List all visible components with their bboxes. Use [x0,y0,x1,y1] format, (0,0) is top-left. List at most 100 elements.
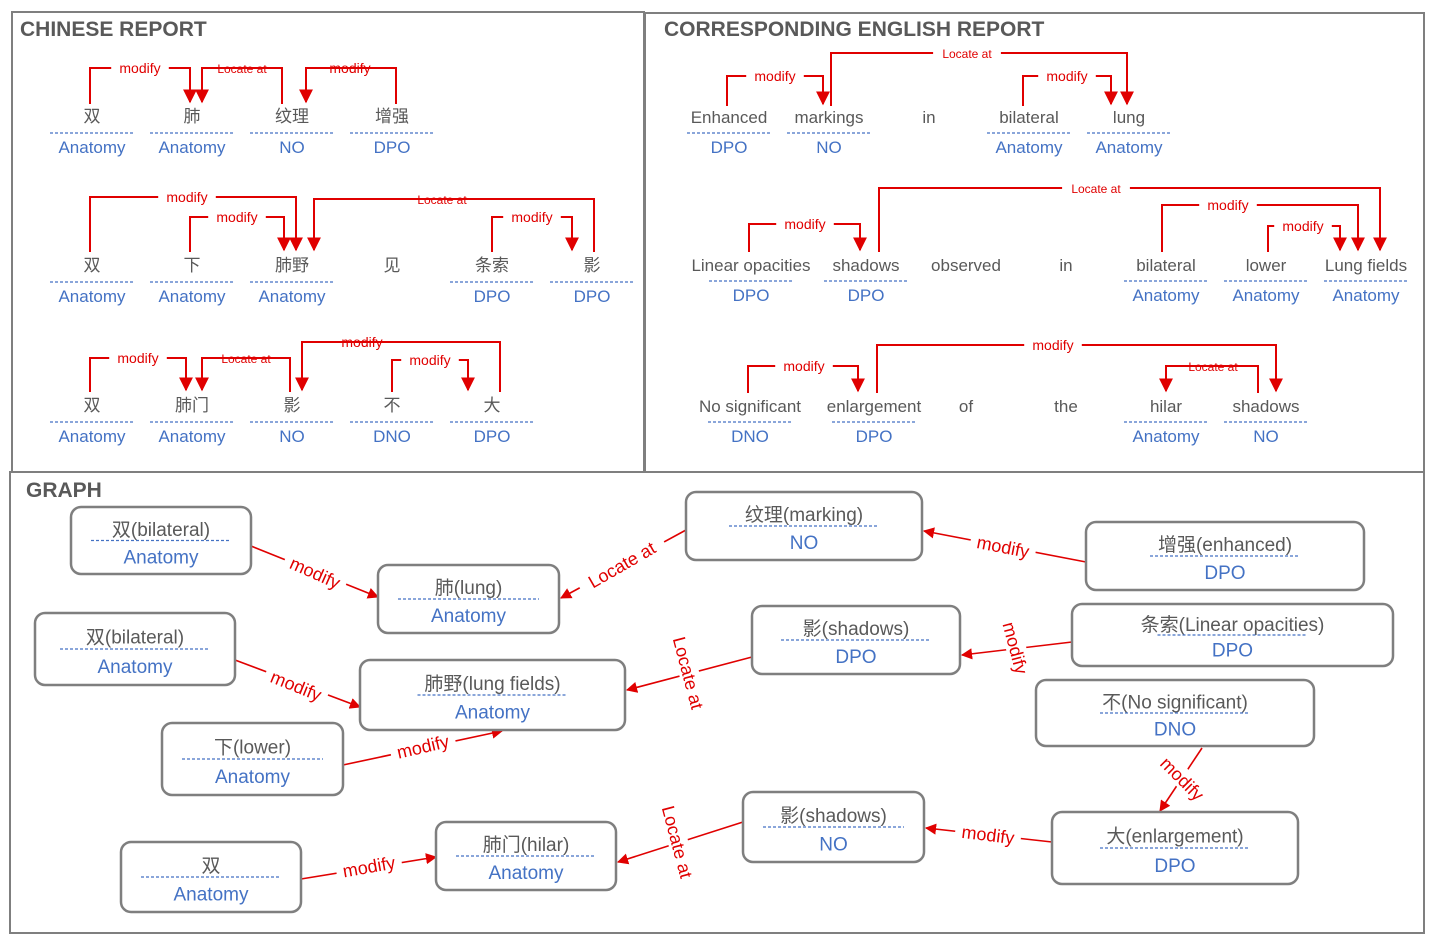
graph-edge-label: Locate at [658,804,696,881]
arc-label: modify [409,352,450,368]
graph-node-word: 肺门(hilar) [483,834,570,856]
chinese-report-title: CHINESE REPORT [20,18,207,41]
arc-line [391,359,402,392]
arc-label: modify [216,209,257,225]
token-word: 肺野 [275,256,309,275]
token-tag: NO [1253,427,1279,446]
arc-line [726,75,747,106]
token-tag: DPO [711,138,748,157]
graph-node-word: 不(No significant) [1102,692,1248,713]
token-tag: Anatomy [58,287,126,306]
cn-relation: Locate at [195,62,283,104]
en-relation: modify [876,337,1283,393]
arc-line [302,341,501,392]
en-relation: Locate at [878,182,1387,252]
arc-arrow [307,198,594,252]
graph-edge-label-bg [997,613,1035,683]
token-word: markings [795,108,864,127]
cn-relation: modify [89,350,193,392]
graph-node: 不(No significant) DNO [1034,678,1316,748]
token-word: 双 [84,396,101,415]
cn-token: 双 Anatomy [50,256,134,306]
arc-arrow [803,75,830,106]
token-tag: DPO [474,287,511,306]
token-tag: DPO [733,286,770,305]
en-relation: modify [1022,68,1118,106]
english-report-title: CORRESPONDING ENGLISH REPORT [664,18,1045,41]
graph-node-word: 条索(Linear opacities) [1141,614,1325,636]
en-relation: modify [1161,197,1365,252]
graph-edge-label: modify [268,667,325,705]
token-word: 影 [284,396,301,415]
graph-node-word: 影(shadows) [780,805,887,827]
arc-line [830,52,934,106]
en-token: the [1054,397,1078,416]
arc-arrow [1000,52,1134,106]
token-word: shadows [832,256,899,275]
graph-node: 肺(lung)Anatomy [376,563,561,635]
arc-label: Locate at [942,47,992,61]
en-token: of [959,397,973,416]
graph-node: 纹理(marking)NO [684,490,924,562]
token-word: lung [1113,108,1145,127]
graph-node-tag: Anatomy [455,703,530,724]
token-tag: DPO [374,138,411,157]
graph-edge-label-bg [954,820,1023,848]
token-word: No significant [699,397,801,416]
graph-edge-label: modify [1156,753,1208,805]
graph-node: 肺门(hilar)Anatomy [434,820,618,892]
graph-edge-label-bg [655,792,701,891]
graph-node-layer: 双(bilateral)Anatomy肺(lung)Anatomy纹理(mark… [33,490,1395,914]
graph-title: GRAPH [26,479,102,502]
arc-label: modify [341,334,382,350]
arc-arrow [1095,75,1118,106]
graph-node-word: 肺野(lung fields) [424,673,560,695]
graph-node-word: 肺(lung) [435,577,503,599]
arc-arrow [1081,344,1283,393]
cn-relation: Locate at [307,193,595,252]
arc-label: Locate at [417,193,467,207]
graph-node: 双(bilateral)Anatomy [33,611,237,687]
cn-token: 影NO [250,396,334,446]
arc-line [89,357,110,392]
token-word: 肺 [184,107,201,126]
graph-node-tag: Anatomy [98,657,173,678]
token-word: 双 [84,256,101,275]
arc-label: modify [754,68,795,84]
token-word: bilateral [999,108,1059,127]
graph-node-tag: DPO [1212,640,1253,661]
arc-label: modify [1207,197,1248,213]
graph-edge-label-bg [281,549,350,595]
token-word: Linear opacities [691,256,810,275]
token-tag: Anatomy [1132,286,1200,305]
arc-label: modify [1032,337,1073,353]
graph-node: 增强(enhanced)DPO [1084,520,1366,592]
graph-node-tag: DPO [1204,563,1245,584]
graph-node-word: 双 [201,856,220,877]
graph-node-tag: Anatomy [174,885,249,906]
arc-label: modify [119,60,160,76]
graph-edge-label-bg [262,663,331,707]
token-tag: Anatomy [1232,286,1300,305]
token-tag: Anatomy [1095,138,1163,157]
cn-relation: modify [189,209,291,252]
graph-node-word: 纹理(marking) [745,504,863,526]
graph-node-tag: DPO [835,647,876,668]
arc-label: modify [511,209,552,225]
graph-node: 大(enlargement)DPO [1050,810,1300,886]
en-relation: Locate at [830,47,1134,106]
en-token: in [922,108,935,127]
token-word: in [922,108,935,127]
arc-label: modify [329,60,370,76]
token-tag: Anatomy [158,287,226,306]
graph-node-tag: DNO [1154,719,1196,740]
